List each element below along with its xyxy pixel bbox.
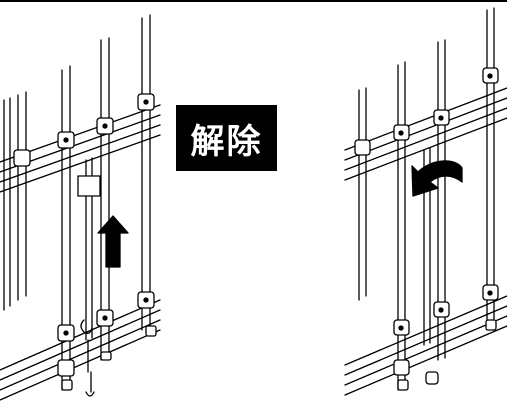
right-lower-crossbar <box>344 295 507 396</box>
left-assembly <box>0 14 161 401</box>
up-arrow-icon <box>97 215 129 268</box>
right-upper-crossbar <box>344 87 507 181</box>
right-poles <box>358 7 495 391</box>
left-collars <box>13 93 155 377</box>
rotate-arrow-icon <box>411 160 463 197</box>
left-latch-rod <box>77 157 101 397</box>
release-badge: 解除 <box>176 105 277 171</box>
right-collars <box>354 67 499 376</box>
right-foot-caps <box>397 319 497 391</box>
right-assembly <box>344 7 507 396</box>
left-lower-crossbar <box>0 299 161 401</box>
left-foot-caps <box>61 325 157 391</box>
top-rule <box>0 0 507 2</box>
